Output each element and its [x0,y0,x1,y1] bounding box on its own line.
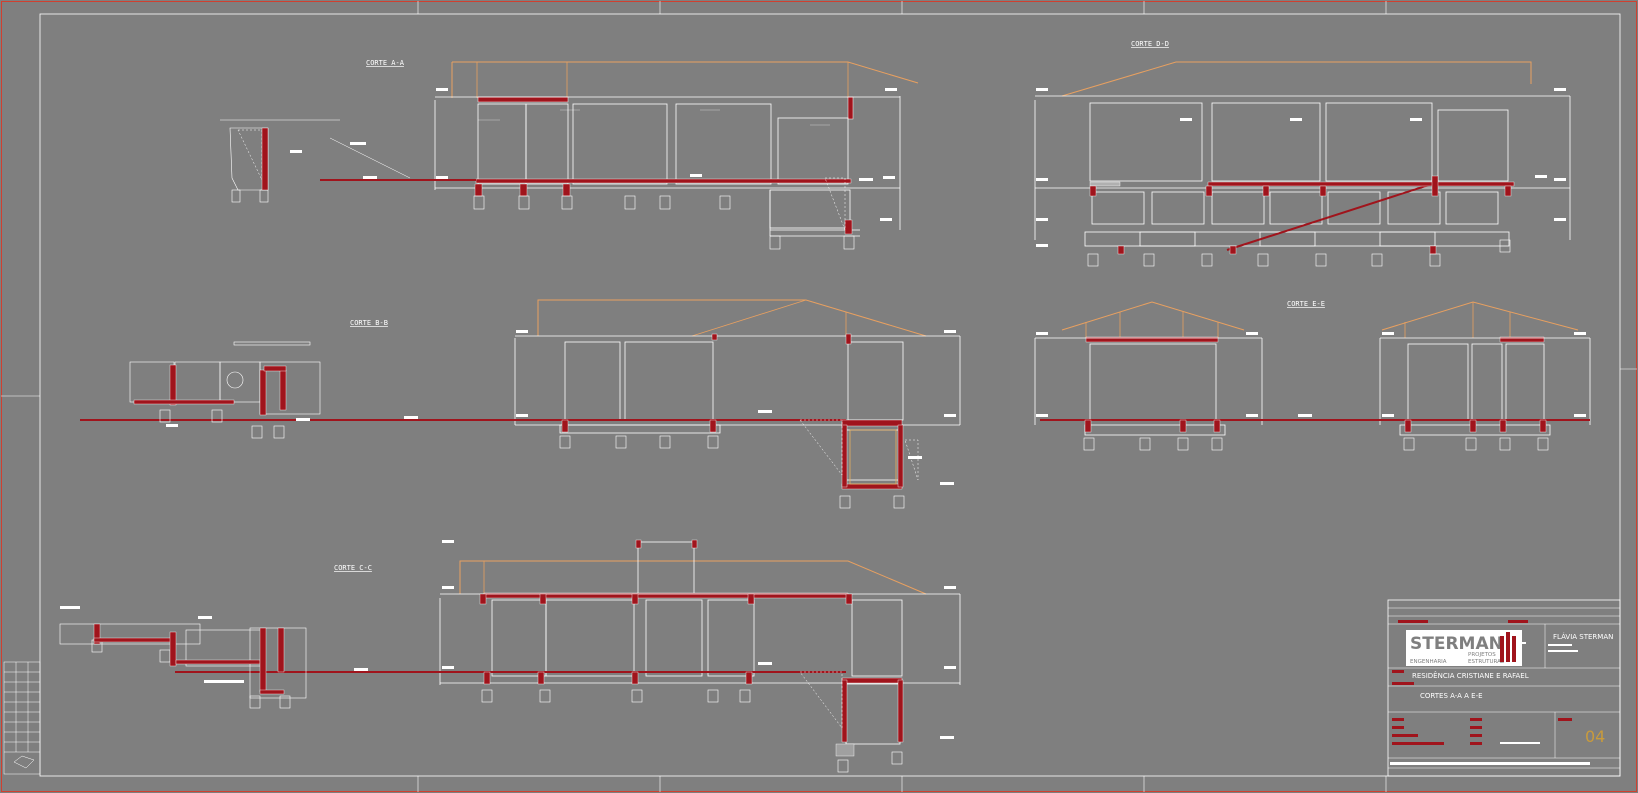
section-d-d-title: CORTE D-D [1131,40,1169,48]
section-d-d: CORTE D-D [1034,40,1571,267]
section-b-b: CORTE B-B [80,299,961,509]
section-a-a: CORTE A-A [220,59,919,250]
legend-table [3,661,41,775]
section-c-c-title: CORTE C-C [334,564,372,572]
section-c-c: CORTE C-C [59,539,961,773]
sheet-number: 04 [1585,727,1605,746]
title-block: STERMAN PROJETOS ENGENHARIA ESTRUTURAL F… [1387,599,1621,777]
company-sub2-right: ESTRUTURAL [1468,659,1505,665]
section-a-a-title: CORTE A-A [366,59,405,67]
section-b-b-title: CORTE B-B [350,319,388,327]
logo-mark [1500,632,1516,662]
company-sub2-left: ENGENHARIA [1410,659,1447,665]
company-name: STERMAN [1410,634,1503,654]
engineer-name: FLÁVIA STERMAN [1553,632,1613,641]
section-e-e: CORTE E-E [1034,300,1591,451]
company-sub1: PROJETOS [1468,652,1496,658]
project-name: RESIDÊNCIA CRISTIANE E RAFAEL [1412,671,1529,680]
section-e-e-title: CORTE E-E [1287,300,1325,308]
drawing-title: CORTES A-A A E-E [1420,692,1483,700]
